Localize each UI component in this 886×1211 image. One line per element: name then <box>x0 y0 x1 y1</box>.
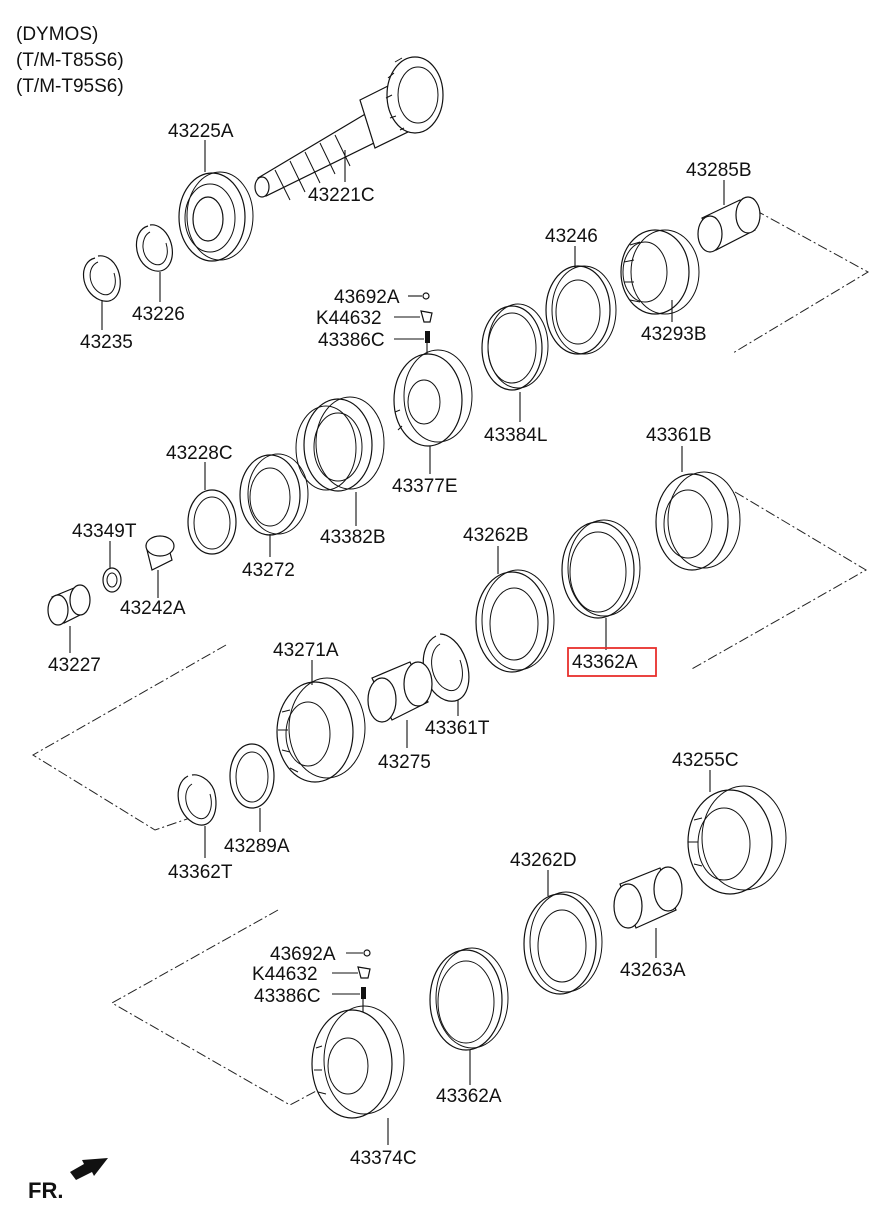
header-lines: (DYMOS) (T/M-T85S6) (T/M-T95S6) <box>16 24 124 97</box>
header-line-1: (DYMOS) <box>16 24 98 45</box>
leader-lines <box>69 140 725 1145</box>
synchro-ring-b-part[interactable] <box>475 569 555 673</box>
detent-parts-bottom[interactable] <box>332 949 371 1012</box>
part-label[interactable]: K44632 <box>316 308 382 329</box>
part-label[interactable]: 43235 <box>80 332 133 353</box>
part-label[interactable]: 43262D <box>510 850 577 871</box>
detent-parts-top[interactable] <box>394 292 433 355</box>
synchro-sleeve-part[interactable] <box>295 396 385 492</box>
part-label[interactable]: 43692A <box>334 287 400 308</box>
cone-ring-part[interactable] <box>481 303 549 391</box>
gear-part[interactable] <box>620 229 700 315</box>
part-label[interactable]: 43262B <box>463 525 529 546</box>
needle-bearing-part[interactable] <box>697 196 761 253</box>
part-label[interactable]: 43384L <box>484 425 547 446</box>
part-label[interactable]: 43374C <box>350 1148 417 1169</box>
part-label[interactable]: 43386C <box>254 986 321 1007</box>
part-label[interactable]: 43285B <box>686 160 752 181</box>
part-label[interactable]: 43225A <box>168 121 234 142</box>
direction-arrow-icon <box>70 1158 108 1180</box>
part-label[interactable]: 43362A <box>436 1086 502 1107</box>
header-line-2: (T/M-T85S6) <box>16 50 124 71</box>
part-label[interactable]: 43361T <box>425 718 490 739</box>
highlight-box <box>567 647 657 677</box>
ring-and-bearing-part[interactable] <box>187 453 309 555</box>
part-label[interactable]: 43228C <box>166 443 233 464</box>
part-label[interactable]: 43227 <box>48 655 101 676</box>
part-label[interactable]: 43361B <box>646 425 712 446</box>
part-label[interactable]: 43386C <box>318 330 385 351</box>
part-label[interactable]: 43221C <box>308 185 375 206</box>
part-label[interactable]: 43255C <box>672 750 739 771</box>
synchro-sleeve-b-part[interactable] <box>655 471 741 571</box>
synchro-hub-part[interactable] <box>393 349 473 447</box>
synchro-ring-d-part[interactable] <box>523 891 603 995</box>
part-label[interactable]: 43246 <box>545 226 598 247</box>
part-label[interactable]: 43289A <box>224 836 290 857</box>
gear-a-part[interactable] <box>276 677 366 783</box>
assembly-outlines <box>32 209 870 1106</box>
synchro-hub-c-part[interactable] <box>311 1005 405 1119</box>
highlighted-ring-part[interactable] <box>561 519 641 619</box>
header-line-3: (T/M-T95S6) <box>16 76 124 97</box>
part-label[interactable]: 43692A <box>270 944 336 965</box>
part-label[interactable]: 43382B <box>320 527 386 548</box>
part-label[interactable]: 43293B <box>641 324 707 345</box>
part-label[interactable]: 43377E <box>392 476 458 497</box>
part-label[interactable]: K44632 <box>252 964 318 985</box>
part-label[interactable]: 43242A <box>120 598 186 619</box>
part-labels: 43225A 43221C 43285B 43246 43235 43226 4… <box>48 121 752 1169</box>
small-parts-left[interactable] <box>47 535 175 626</box>
synchro-ring-part[interactable] <box>545 265 617 355</box>
needle-bearing-c-part[interactable] <box>613 866 683 929</box>
ring-a-lower-part[interactable] <box>429 947 509 1051</box>
ring-and-snap-ring-part[interactable] <box>177 743 275 826</box>
part-label[interactable]: 43275 <box>378 752 431 773</box>
bearing-part[interactable] <box>178 171 254 262</box>
needle-bearing-b-part[interactable] <box>367 661 433 723</box>
part-label[interactable]: 43349T <box>72 521 137 542</box>
part-label[interactable]: 43272 <box>242 560 295 581</box>
gear-c-part[interactable] <box>687 785 787 895</box>
part-label[interactable]: 43271A <box>273 640 339 661</box>
front-direction-indicator: FR. <box>28 1158 108 1203</box>
part-label-highlighted[interactable]: 43362A <box>572 652 638 673</box>
part-label[interactable]: 43226 <box>132 304 185 325</box>
part-label[interactable]: 43263A <box>620 960 686 981</box>
direction-label: FR. <box>28 1178 63 1203</box>
input-shaft-part[interactable] <box>254 56 444 201</box>
snap-rings-part[interactable] <box>82 224 173 302</box>
part-label[interactable]: 43362T <box>168 862 233 883</box>
